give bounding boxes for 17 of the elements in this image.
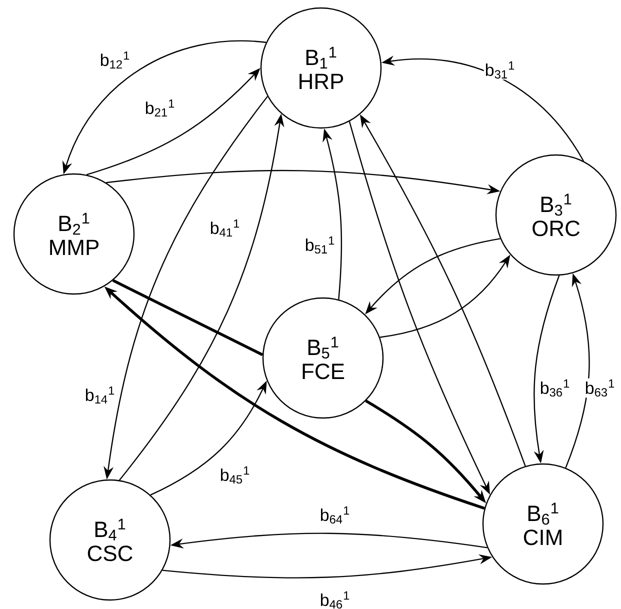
edge-label: b$_{51}$1: [304, 235, 336, 255]
edge-label: b$_{46}$1: [318, 590, 352, 609]
circle-node: B$_{5}$1 FCE: [262, 297, 384, 419]
edge-label: b$_{41}$1: [208, 218, 242, 238]
edge-label: b$_{45}$1: [218, 465, 252, 485]
edge-label: b$_{12}$1: [98, 50, 132, 70]
edge-label: b$_{36}$1: [538, 378, 572, 398]
edge-label: b$_{14}$1: [84, 385, 116, 404]
edge-label: b$_{31}$1: [484, 60, 516, 80]
edge-label: b$_{21}$1: [144, 98, 176, 118]
circle-node: B$_{1}$1 HRP: [260, 7, 382, 129]
circle-node: B$_{4}$1 CSC: [49, 479, 171, 601]
edge-label: b$_{64}$1: [318, 505, 352, 525]
circle-node: B$_{2}$1 MMP: [13, 173, 135, 295]
circle-node: B$_{6}$1 CIM: [482, 463, 604, 585]
circle-node: B$_{3}$1 ORC: [495, 154, 617, 276]
edge-label: b$_{63}$1: [584, 378, 616, 398]
